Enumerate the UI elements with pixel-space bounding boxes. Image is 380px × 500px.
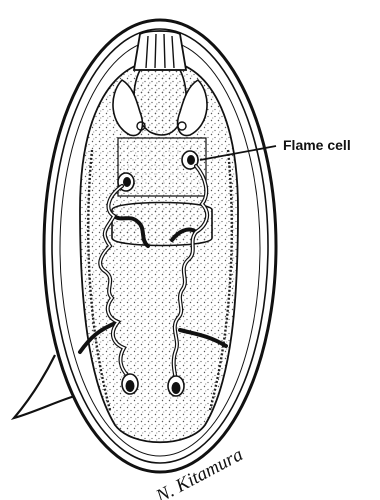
flame-cell-label: Flame cell bbox=[283, 137, 351, 153]
flame-cell-upper-right-core bbox=[187, 155, 195, 165]
neural-mass-band bbox=[112, 203, 212, 246]
apical-papilla bbox=[134, 31, 186, 70]
flame-cell-upper-left-core bbox=[123, 177, 131, 187]
flame-cell-lower-left-core bbox=[126, 380, 135, 392]
flame-cell-lower-right-core bbox=[172, 382, 181, 394]
